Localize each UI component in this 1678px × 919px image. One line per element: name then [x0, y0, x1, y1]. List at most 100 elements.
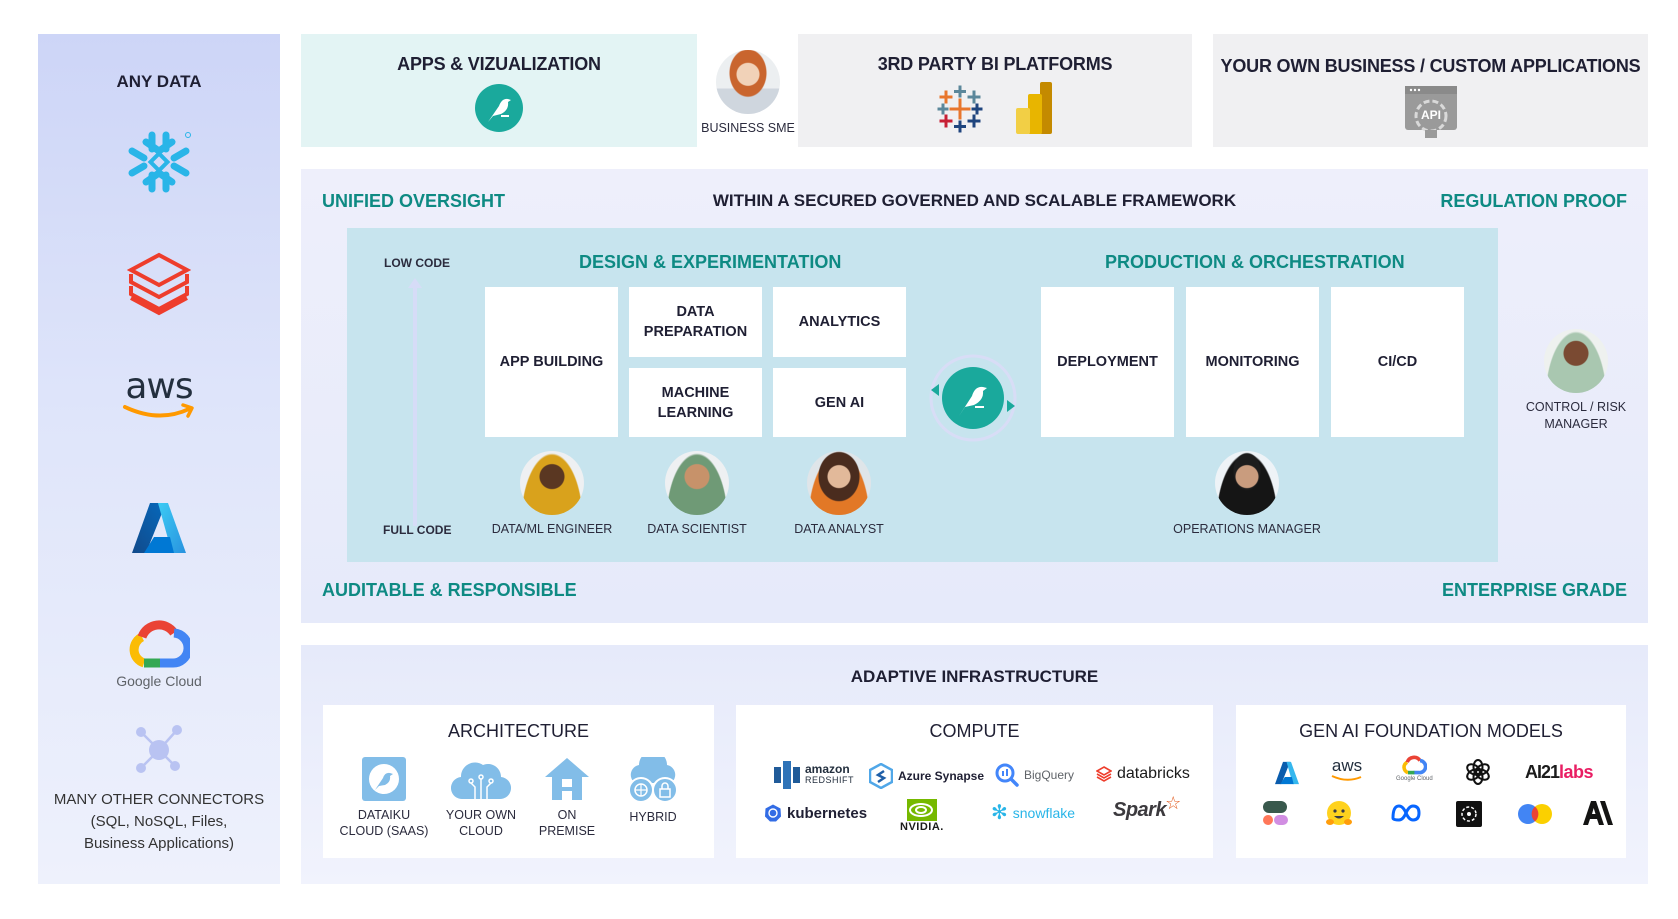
databricks-logo: databricks [1096, 765, 1190, 783]
aws-wordmark: aws [125, 366, 193, 407]
data-analyst-label: DATA ANALYST [794, 522, 884, 536]
arch-label-line1: HYBRID [629, 810, 677, 824]
hugging-face-logo [1324, 799, 1354, 829]
dataiku-cloud-icon [362, 757, 406, 801]
anthropic-logo [1583, 801, 1613, 825]
cohere-icon [1263, 801, 1288, 825]
mistral-stability-logo [1456, 801, 1482, 827]
power-bi-icon [1014, 82, 1054, 139]
arch-label: YOUR OWN CLOUD [446, 807, 516, 839]
tile-analytics: ANALYTICS [773, 287, 906, 357]
architecture-title: ARCHITECTURE [447, 721, 589, 741]
data-scientist-avatar [665, 451, 729, 515]
unified-oversight-label: UNIFIED OVERSIGHT [322, 191, 506, 211]
meta-logo [1390, 803, 1422, 823]
lifecycle-box: LOW CODE FULL CODE DESIGN & EXPERIMENTAT… [347, 228, 1498, 562]
connectors-caption-line3: Business Applications) [83, 835, 235, 852]
api-label: API [1420, 108, 1441, 122]
arch-label-line1: YOUR OWN [445, 808, 517, 822]
compute-title: COMPUTE [929, 721, 1020, 741]
tile-data-preparation: DATA PREPARATION [629, 287, 762, 357]
gemini-logo [1517, 803, 1553, 825]
enterprise-grade-label: ENTERPRISE GRADE [1441, 580, 1627, 600]
production-orchestration-title: PRODUCTION & ORCHESTRATION [1105, 252, 1405, 272]
cohere-logo [1261, 801, 1289, 827]
aws-small-text: aws [1331, 756, 1363, 775]
google-vertex-logo: Google Cloud [1396, 755, 1433, 782]
persona-data-ml-engineer: DATA/ML ENGINEER [492, 451, 612, 538]
bigquery-logo: BigQuery [995, 763, 1074, 787]
bi-platforms-title: 3RD PARTY BI PLATFORMS [877, 54, 1113, 74]
databricks-icon [38, 252, 280, 318]
aws-icon: aws [38, 369, 280, 421]
control-risk-line2: MANAGER [1544, 417, 1608, 431]
apache-spark-logo: Spark ☆ [1113, 793, 1181, 822]
aws-bedrock-logo: aws [1330, 757, 1364, 782]
arch-dataiku-cloud: DATAIKU CLOUD (SAAS) [336, 757, 432, 839]
google-cloud-icon: Google Cloud [38, 619, 280, 689]
any-data-panel: ANY DATA aws [38, 34, 280, 884]
gen-ai-models-title: GEN AI FOUNDATION MODELS [1299, 721, 1563, 741]
synapse-text: Azure Synapse [898, 769, 985, 783]
connectors-caption-line1: MANY OTHER CONNECTORS [53, 791, 265, 808]
framework-title: WITHIN A SECURED GOVERNED AND SCALABLE F… [712, 191, 1237, 210]
dataiku-cycle-icon [925, 350, 1021, 451]
azure-openai-logo [1274, 761, 1300, 785]
kubernetes-text: kubernetes [787, 804, 868, 822]
business-sme-label: BUSINESS SME [701, 121, 795, 135]
code-axis-arrow [408, 278, 422, 526]
arch-your-own-cloud: YOUR OWN CLOUD [433, 757, 529, 839]
bigquery-icon [995, 763, 1019, 787]
tile-gen-ai: GEN AI [773, 368, 906, 437]
synapse-icon [869, 763, 893, 789]
infrastructure-title: ADAPTIVE INFRASTRUCTURE [850, 667, 1099, 686]
nvidia-icon [906, 799, 937, 821]
arch-label-line2: CLOUD (SAAS) [339, 824, 429, 838]
arch-on-premise: ON PREMISE [519, 757, 615, 839]
snowflake-text: snowflake [1012, 805, 1076, 821]
kubernetes-logo: kubernetes [764, 804, 867, 822]
operations-manager-label: OPERATIONS MANAGER [1173, 522, 1321, 536]
your-own-cloud-icon [451, 762, 511, 800]
business-sme-avatar [716, 50, 780, 114]
anthropic-icon [1583, 801, 1613, 825]
arch-label: HYBRID [629, 809, 676, 825]
gen-ai-models-card: GEN AI FOUNDATION MODELS aws Google Clou… [1236, 705, 1626, 858]
spark-text: Spark [1113, 799, 1167, 821]
ai21-labs-logo: AI21 labs [1525, 762, 1594, 783]
persona-data-analyst: DATA ANALYST [779, 451, 899, 538]
tile-app-building: APP BUILDING [485, 287, 618, 437]
arch-label-line2: CLOUD [459, 824, 503, 838]
nvidia-text: NVIDIA. [900, 821, 944, 833]
on-premise-house-icon [545, 758, 589, 800]
azure-small-icon [1275, 761, 1299, 785]
meta-icon [1391, 804, 1421, 822]
tile-monitoring: MONITORING [1186, 287, 1319, 437]
snowflake-logo: ✻ snowflake [991, 802, 1076, 824]
databricks-small-icon [1096, 766, 1112, 782]
custom-applications-box: YOUR OWN BUSINESS / CUSTOM APPLICATIONS … [1213, 34, 1648, 147]
persona-data-scientist: DATA SCIENTIST [637, 451, 757, 538]
data-analyst-avatar [807, 451, 871, 515]
labs-text: labs [1559, 762, 1594, 782]
persona-operations-manager: OPERATIONS MANAGER [1172, 451, 1322, 538]
connectors-caption-line2: (SQL, NoSQL, Files, [90, 813, 228, 830]
control-risk-manager-avatar [1544, 329, 1608, 393]
redshift-top-text: amazon [805, 762, 850, 776]
redshift-bottom-text: REDSHIFT [805, 775, 854, 785]
connectors-caption: MANY OTHER CONNECTORS (SQL, NoSQL, Files… [38, 789, 280, 855]
persona-business-sme: BUSINESS SME [701, 50, 795, 137]
tile-machine-learning: MACHINE LEARNING [629, 368, 762, 437]
snowflake-small-icon: ✻ [991, 802, 1008, 824]
full-code-label: FULL CODE [383, 523, 452, 537]
gemini-icon [1518, 804, 1552, 824]
snowflake-icon [38, 129, 280, 195]
hybrid-cloud-icon [628, 757, 678, 803]
kubernetes-icon [765, 804, 781, 822]
arch-label: ON PREMISE [539, 807, 595, 839]
tableau-icon [935, 84, 985, 139]
databricks-text: databricks [1117, 765, 1190, 782]
tile-ci-cd: CI/CD [1331, 287, 1464, 437]
spark-star-icon: ☆ [1165, 793, 1182, 813]
any-data-title: ANY DATA [116, 72, 202, 91]
